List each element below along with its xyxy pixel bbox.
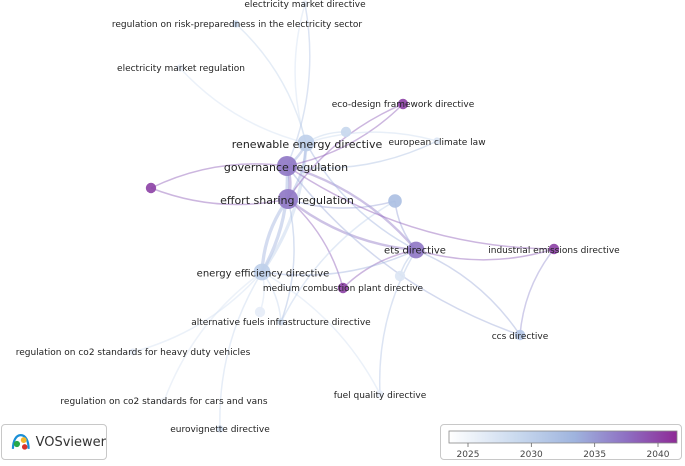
link-energy-efficiency-directive--regulation-on-co2-standards-cars-vans [163, 271, 263, 402]
link-energy-efficiency-directive--eurovignette-directive [219, 271, 263, 430]
link-renewable-energy-directive--electricity-market-regulation [179, 67, 307, 144]
node-unlabeled-node-d[interactable] [254, 306, 266, 318]
link-ccs-directive--industrial-emissions-directive [519, 248, 555, 336]
legend-gradient-bar [448, 430, 678, 444]
link-energy-efficiency-directive--fuel-quality-directive [261, 271, 381, 395]
link-effort-sharing-regulation--medium-combustion-plant-directive [287, 198, 344, 289]
label-renewable-energy-directive[interactable]: renewable energy directive [232, 138, 383, 151]
node-unlabeled-node-c[interactable] [388, 194, 402, 208]
label-eco-design-framework-directive[interactable]: eco-design framework directive [332, 100, 475, 110]
link-effort-sharing-regulation--eco-design-framework-directive [287, 103, 404, 200]
label-energy-efficiency-directive[interactable]: energy efficiency directive [197, 269, 330, 280]
label-effort-sharing-regulation[interactable]: effort sharing regulation [220, 194, 354, 207]
legend-tick-label: 2030 [520, 450, 543, 460]
label-fuel-quality-directive[interactable]: fuel quality directive [334, 391, 427, 401]
link-ets-directive--medium-combustion-plant-directive [342, 249, 417, 289]
node-governance-regulation[interactable] [277, 156, 297, 176]
label-regulation-on-co2-standards-cars-vans[interactable]: regulation on co2 standards for cars and… [60, 397, 267, 407]
node-industrial-emissions-directive[interactable] [548, 243, 560, 255]
link-unlabeled-node-c--alternative-fuels-infrastructure-directive [280, 200, 396, 323]
node-regulation-on-co2-standards-cars-vans[interactable] [160, 397, 168, 405]
node-alternative-fuels-infrastructure-directive[interactable] [277, 318, 285, 326]
label-ccs-directive[interactable]: ccs directive [492, 332, 549, 342]
label-regulation-on-co2-standards-heavy-duty[interactable]: regulation on co2 standards for heavy du… [16, 348, 251, 358]
node-unlabeled-node-e[interactable] [394, 270, 406, 282]
label-medium-combustion-plant-directive[interactable]: medium combustion plant directive [263, 284, 424, 294]
label-electricity-market-regulation[interactable]: electricity market regulation [117, 64, 245, 74]
node-unlabeled-node-a[interactable] [145, 182, 157, 194]
link-governance-regulation--eco-design-framework-directive [286, 103, 404, 167]
node-renewable-energy-directive[interactable] [297, 134, 315, 152]
labels-layer: electricity market directive regulation o… [16, 0, 620, 435]
node-european-climate-law[interactable] [433, 137, 441, 145]
vosviewer-logo: VOSviewer [1, 424, 107, 460]
link-governance-regulation--industrial-emissions-directive [286, 165, 555, 250]
label-ets-directive[interactable]: ets directive [384, 246, 446, 257]
node-eurovignette-directive[interactable] [216, 425, 224, 433]
label-industrial-emissions-directive[interactable]: industrial emissions directive [488, 246, 620, 256]
label-regulation-on-risk-preparedness[interactable]: regulation on risk-preparedness in the e… [112, 20, 363, 30]
link-ets-directive--industrial-emissions-directive [415, 248, 555, 261]
link-renewable-energy-directive--electricity-market-directive [294, 3, 307, 144]
node-regulation-on-co2-standards-heavy-duty[interactable] [129, 348, 137, 356]
link-governance-regulation--ccs-directive [286, 165, 521, 336]
label-electricity-market-directive[interactable]: electricity market directive [244, 0, 366, 10]
link-ets-directive--fuel-quality-directive [378, 249, 417, 395]
label-eurovignette-directive[interactable]: eurovignette directive [170, 425, 270, 435]
link-governance-regulation--energy-efficiency-directive [260, 165, 290, 273]
link-governance-regulation--ets-directive [286, 164, 417, 251]
legend-tick-label: 2025 [457, 450, 480, 460]
year-color-legend: 2025 2030 2035 2040 [440, 424, 682, 460]
link-effort-sharing-regulation--unlabeled-node-c [287, 198, 396, 209]
node-effort-sharing-regulation[interactable] [278, 189, 298, 209]
link-energy-efficiency-directive--ets-directive [261, 249, 417, 276]
legend-ticks: 2025 2030 2035 2040 [457, 443, 670, 460]
link-governance-regulation--unlabeled-node-a [150, 163, 288, 189]
label-european-climate-law[interactable]: european climate law [388, 138, 485, 148]
link-renewable-energy-directive--european-climate-law [305, 131, 438, 144]
legend-tick-label: 2035 [583, 450, 606, 460]
link-renewable-energy-directive--ets-directive [305, 142, 417, 251]
node-electricity-market-regulation[interactable] [176, 64, 184, 72]
vosviewer-logo-text: VOSviewer [35, 434, 106, 450]
link-effort-sharing-regulation--ets-directive [287, 198, 417, 252]
node-unlabeled-node-b[interactable] [340, 126, 352, 138]
node-electricity-market-directive[interactable] [301, 0, 309, 8]
nodes-layer [129, 0, 560, 433]
node-regulation-on-risk-preparedness[interactable] [232, 20, 240, 28]
link-renewable-energy-directive--regulation-on-risk-preparedness [235, 23, 307, 144]
legend-tick-label: 2040 [647, 450, 670, 460]
link-effort-sharing-regulation--alternative-fuels-infrastructure-directive [280, 198, 295, 323]
node-fuel-quality-directive[interactable] [376, 390, 384, 398]
link-renewable-energy-directive--energy-efficiency-directive [260, 142, 308, 273]
label-alternative-fuels-infrastructure-directive[interactable]: alternative fuels infrastructure directi… [191, 318, 371, 328]
link-governance-regulation--electricity-market-directive [286, 3, 311, 167]
node-ets-directive[interactable] [407, 241, 425, 259]
legend-scale: 2025 2030 2035 2040 [448, 430, 678, 460]
node-eco-design-framework-directive[interactable] [397, 98, 409, 110]
link-ets-directive--ccs-directive [415, 249, 521, 336]
label-governance-regulation[interactable]: governance regulation [224, 161, 348, 174]
link-effort-sharing-regulation--unlabeled-node-a [150, 187, 289, 206]
vosviewer-logo-icon [11, 434, 30, 450]
link-governance-regulation--european-climate-law [286, 140, 438, 169]
links-layer [132, 3, 555, 430]
link-energy-efficiency-directive--regulation-on-co2-standards-heavy-duty [132, 271, 263, 353]
node-energy-efficiency-directive[interactable] [253, 263, 271, 281]
node-medium-combustion-plant-directive[interactable] [337, 282, 349, 294]
node-ccs-directive[interactable] [514, 329, 526, 341]
